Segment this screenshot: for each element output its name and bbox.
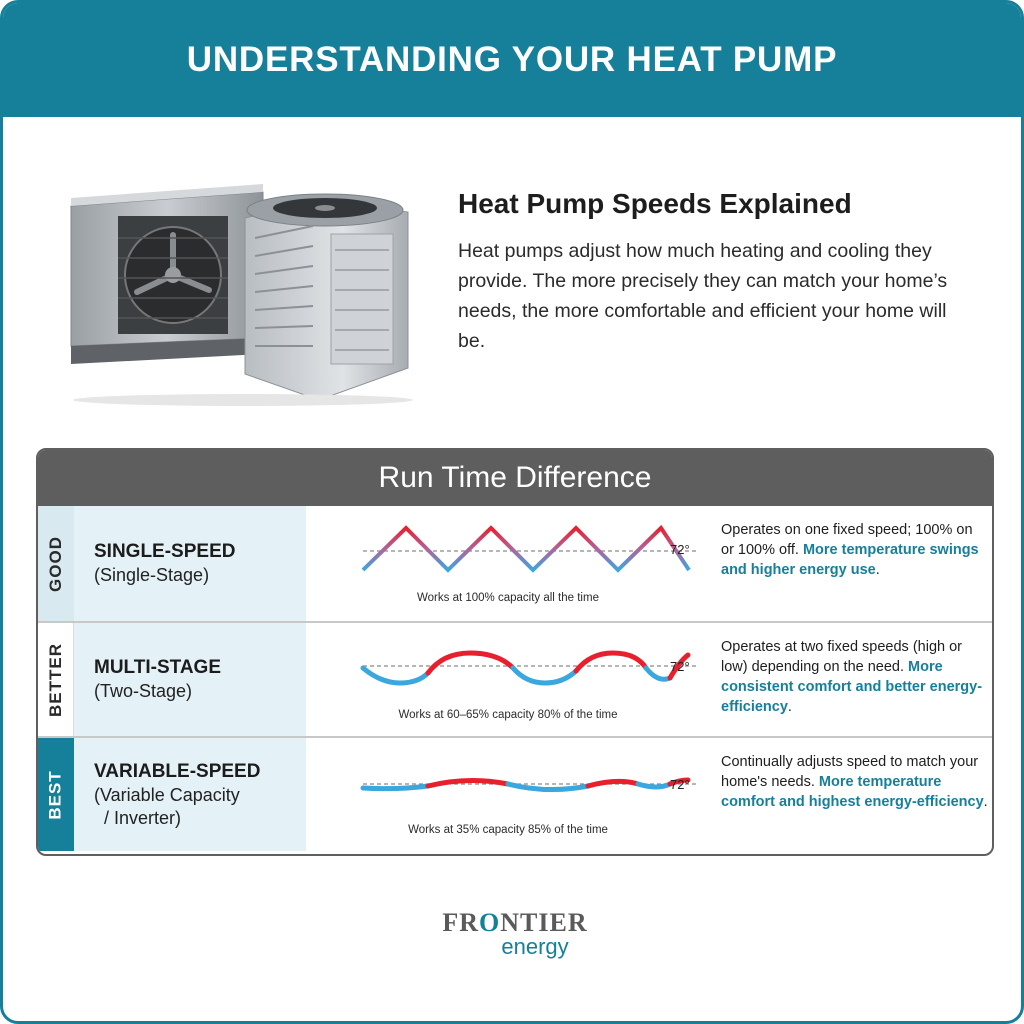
run-cycle-wave-variable	[360, 777, 698, 793]
setpoint-temp: 72°	[670, 542, 690, 557]
cold-segment	[505, 781, 591, 793]
capacity-caption: Works at 100% capacity all the time	[417, 592, 599, 604]
multi-stage-row: BETTER MULTI-STAGE (Two-Stage) 72° Works…	[38, 621, 992, 736]
cold-segment	[360, 783, 431, 792]
logo-subtitle: energy	[501, 934, 569, 959]
run-cycle-wave-multi	[360, 650, 698, 686]
desc-highlight: More temperature swings and higher energ…	[721, 542, 979, 578]
panel-title: Run Time Difference	[378, 461, 652, 494]
desc-end: .	[787, 699, 792, 715]
run-time-panel: Run Time Difference GOOD SINGLE-SPEED (S…	[36, 448, 994, 856]
desc-highlight: More temperature comfort and highest ene…	[721, 774, 984, 810]
setpoint-temp: 72°	[670, 659, 690, 674]
capacity-caption: Works at 60–65% capacity 80% of the time	[398, 709, 618, 721]
hot-segment	[667, 652, 691, 681]
hot-segment	[425, 650, 516, 676]
temperature-curve	[361, 524, 691, 573]
intro-body: Heat pumps adjust how much heating and c…	[458, 240, 948, 352]
type-subtitle: (Single-Stage)	[94, 565, 210, 585]
frontier-energy-logo: FRONTIER energy	[3, 908, 1021, 960]
logo-part-2: NTIER	[500, 908, 588, 937]
tier-label: BEST	[46, 769, 65, 820]
setpoint-temp: 72°	[670, 777, 690, 792]
desc-text: Continually adjusts speed to match your …	[721, 754, 979, 790]
cold-segment	[510, 665, 579, 686]
type-name: VARIABLE-SPEED	[94, 760, 261, 782]
tier-good: GOOD	[38, 506, 74, 621]
desc-end: .	[983, 794, 988, 810]
heat-pump-units-image	[70, 184, 413, 406]
variable-speed-row: BEST VARIABLE-SPEED (Variable Capacity /…	[38, 736, 992, 851]
type-label: MULTI-STAGE (Two-Stage)	[74, 623, 306, 736]
desc-highlight: More consistent comfort and better energ…	[721, 659, 983, 715]
title-banner: UNDERSTANDING YOUR HEAT PUMP	[3, 3, 1021, 117]
page-title: UNDERSTANDING YOUR HEAT PUMP	[186, 40, 838, 79]
tier-label: BETTER	[45, 642, 65, 717]
tier-best: BEST	[38, 738, 74, 851]
type-description: Operates at two fixed speeds (high or lo…	[721, 637, 989, 717]
intro-section: Heat Pump Speeds Explained Heat pumps ad…	[458, 188, 958, 356]
capacity-caption: Works at 35% capacity 85% of the time	[408, 824, 608, 836]
single-speed-row: GOOD SINGLE-SPEED (Single-Stage) 72° Wor…	[38, 506, 992, 621]
type-label: SINGLE-SPEED (Single-Stage)	[74, 506, 306, 621]
tier-label: GOOD	[46, 535, 66, 592]
compass-star-icon: O	[479, 908, 501, 937]
tier-better: BETTER	[38, 623, 74, 736]
intro-heading: Heat Pump Speeds Explained	[458, 188, 852, 219]
type-name: MULTI-STAGE	[94, 657, 221, 678]
type-name: SINGLE-SPEED	[94, 541, 236, 562]
type-description: Operates on one fixed speed; 100% on or …	[721, 520, 989, 580]
cold-segment	[643, 665, 673, 682]
run-cycle-wave-single	[361, 524, 698, 573]
desc-text: Operates on one fixed speed; 100% on or …	[721, 522, 973, 558]
hot-segment	[585, 778, 641, 789]
type-description: Continually adjusts speed to match your …	[721, 752, 989, 812]
type-subtitle-2: / Inverter)	[104, 807, 182, 828]
type-subtitle: (Two-Stage)	[94, 681, 193, 701]
desc-end: .	[875, 562, 880, 578]
hot-segment	[573, 650, 649, 674]
cold-segment	[360, 665, 431, 686]
type-label: VARIABLE-SPEED (Variable Capacity / Inve…	[74, 738, 306, 851]
hot-segment	[425, 777, 511, 789]
logo-part-1: FR	[442, 908, 480, 937]
panel-header: Run Time Difference	[38, 450, 992, 506]
type-subtitle: (Variable Capacity	[94, 784, 240, 805]
desc-text: Operates at two fixed speeds (high or lo…	[721, 639, 962, 675]
hot-segment	[667, 777, 691, 787]
logo-wordmark: FRONTIER	[3, 908, 1021, 938]
